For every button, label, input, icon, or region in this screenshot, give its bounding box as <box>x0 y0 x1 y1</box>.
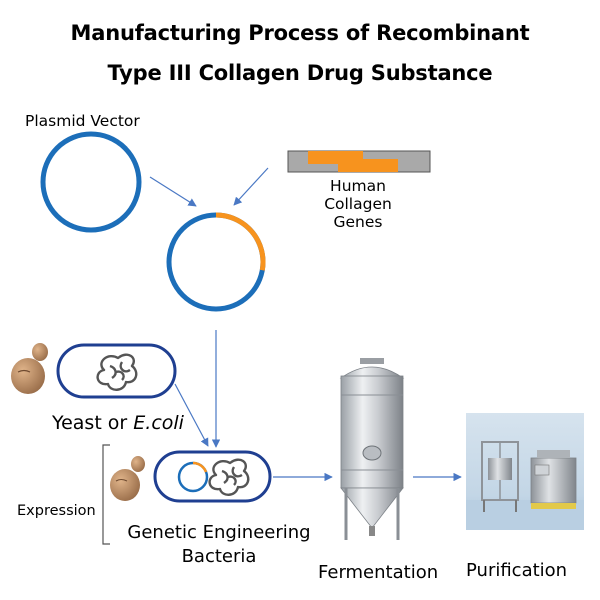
human-collagen-label-line2: Genes <box>333 213 383 231</box>
yeast-cell-icon <box>11 343 48 394</box>
plasmid-vector-circle <box>40 131 142 233</box>
page-title-line1: Manufacturing Process of Recombinant <box>70 21 530 45</box>
expression-bracket <box>102 444 110 545</box>
arrow-genes-to-plasmid <box>233 167 269 206</box>
engineered-bacteria-capsule <box>153 450 272 503</box>
fermentation-label: Fermentation <box>318 562 439 583</box>
yeast-cell-icon <box>110 456 145 501</box>
host-cell-label-species: E.coli <box>133 412 184 434</box>
host-cell-label: Yeast or E.coli <box>52 412 184 434</box>
arrow-vector-to-plasmid <box>149 176 197 207</box>
expression-label: Expression <box>17 503 96 519</box>
page-title-line2: Type III Collagen Drug Substance <box>107 61 493 85</box>
plasmid-vector-label: Plasmid Vector <box>25 112 140 130</box>
purification-equipment-image <box>466 413 584 530</box>
genetic-label-line2: Bacteria <box>181 546 257 567</box>
chromosome-icon <box>96 353 138 391</box>
human-collagen-label-line1: Human Collagen <box>324 177 392 213</box>
human-collagen-genes-icon <box>287 150 431 173</box>
fermentation-tank-image <box>339 358 405 540</box>
genetic-label-line1: Genetic Engineering <box>127 522 311 543</box>
chromosome-icon <box>208 458 250 496</box>
recombinant-plasmid-circle <box>166 212 266 312</box>
genetic-engineering-bacteria-label: Genetic Engineering Bacteria <box>122 522 316 567</box>
purification-label: Purification <box>466 560 568 581</box>
host-cell-capsule <box>56 343 177 399</box>
arrow-host-to-bacteria <box>174 383 209 447</box>
human-collagen-genes-label: Human Collagen Genes <box>298 177 418 231</box>
host-cell-label-prefix: Yeast or <box>52 412 134 434</box>
